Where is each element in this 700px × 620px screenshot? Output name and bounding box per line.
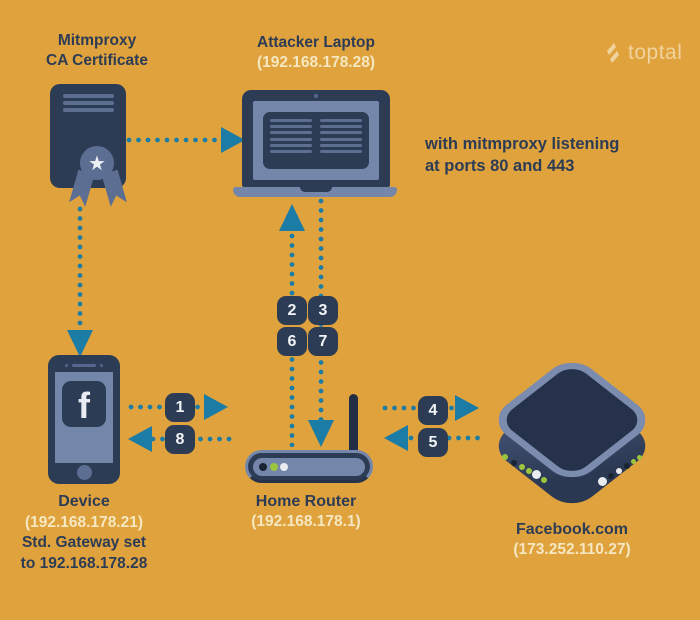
step-badge-6: 6 (277, 327, 307, 356)
facebook-label: Facebook.com (173.252.110.27) (482, 520, 662, 560)
server-led-icon (526, 468, 532, 474)
ca-cert-label-line2: CA Certificate (46, 51, 148, 69)
step-badge-8: 8 (165, 425, 195, 454)
laptop-terminal-window (263, 112, 369, 169)
device-gateway-line1: Std. Gateway set (21, 534, 147, 551)
router-led-icon (269, 463, 278, 471)
phone-home-button (77, 465, 92, 480)
connector-cert-to-device (77, 206, 83, 332)
cert-stripe (63, 94, 114, 98)
router-ip: (192.168.178.1) (251, 513, 361, 530)
step-badge-4: 4 (418, 396, 448, 425)
attacker-name: Attacker Laptop (257, 34, 375, 51)
step-badge-3: 3 (308, 296, 338, 325)
server-led-icon (598, 477, 607, 486)
device-name: Device (58, 493, 110, 510)
laptop-base (233, 187, 397, 197)
arrowhead-left-icon (384, 425, 408, 451)
phone-sensor-dot (100, 364, 103, 367)
terminal-text-column (320, 119, 362, 162)
step-badge-2: 2 (277, 296, 307, 325)
ca-cert-label: Mitmproxy CA Certificate (17, 31, 177, 70)
arrowhead-down-icon (308, 420, 334, 447)
toptal-wordmark: toptal (628, 41, 683, 64)
router-antenna (349, 394, 358, 454)
arrowhead-up-icon (279, 204, 305, 231)
server-led-icon (624, 463, 630, 469)
step-badge-5: 5 (418, 428, 448, 457)
seal-badge: ★ (80, 146, 114, 180)
laptop-notch (300, 187, 332, 192)
mitmproxy-note: with mitmproxy listening at ports 80 and… (425, 134, 635, 177)
server-led-icon (631, 459, 636, 464)
arrowhead-right-icon (455, 395, 479, 421)
arrowhead-left-icon (128, 426, 152, 452)
star-icon: ★ (88, 152, 106, 175)
phone-sensor-dot (65, 364, 68, 367)
facebook-app-tile: f (62, 381, 106, 427)
arrowhead-down-icon (67, 330, 93, 357)
arrowhead-right-icon (221, 127, 245, 153)
toptal-icon (607, 42, 619, 63)
toptal-logo: toptal (604, 41, 682, 65)
router-label: Home Router (192.168.178.1) (231, 492, 381, 532)
device-ip: (192.168.178.21) (24, 513, 144, 531)
server-led-icon (502, 454, 508, 460)
laptop-camera-icon (314, 94, 318, 98)
attacker-ip: (192.168.178.28) (256, 53, 376, 71)
note-line1: with mitmproxy listening (425, 135, 620, 153)
ca-cert-label-line1: Mitmproxy (57, 32, 137, 49)
connector-cert-to-laptop (126, 137, 221, 143)
facebook-f-icon: f (78, 385, 90, 426)
cert-stripe (63, 108, 114, 112)
device-label: Device (192.168.178.21) Std. Gateway set… (4, 492, 164, 574)
facebook-name: Facebook.com (515, 521, 629, 538)
router-led-icon (280, 463, 288, 471)
attacker-label: Attacker Laptop (192.168.178.28) (236, 33, 396, 72)
server-led-icon (511, 460, 517, 466)
step-badge-1: 1 (165, 393, 195, 422)
cert-stripe (63, 101, 114, 105)
note-line2: at ports 80 and 443 (425, 156, 575, 175)
server-led-icon (541, 477, 547, 483)
facebook-ip: (173.252.110.27) (513, 541, 631, 558)
device-gateway-line2: to 192.168.178.28 (20, 554, 148, 572)
router-face (253, 458, 365, 476)
server-led-icon (608, 473, 614, 479)
server-led-icon (616, 468, 622, 474)
phone-speaker (72, 363, 96, 367)
router-name: Home Router (255, 493, 357, 510)
router-led-icon (259, 463, 267, 471)
server-led-icon (637, 455, 642, 460)
step-badge-7: 7 (308, 327, 338, 356)
server-led-icon (532, 470, 541, 479)
server-led-icon (519, 464, 525, 470)
arrowhead-right-icon (204, 394, 228, 420)
terminal-text-column (270, 119, 312, 162)
